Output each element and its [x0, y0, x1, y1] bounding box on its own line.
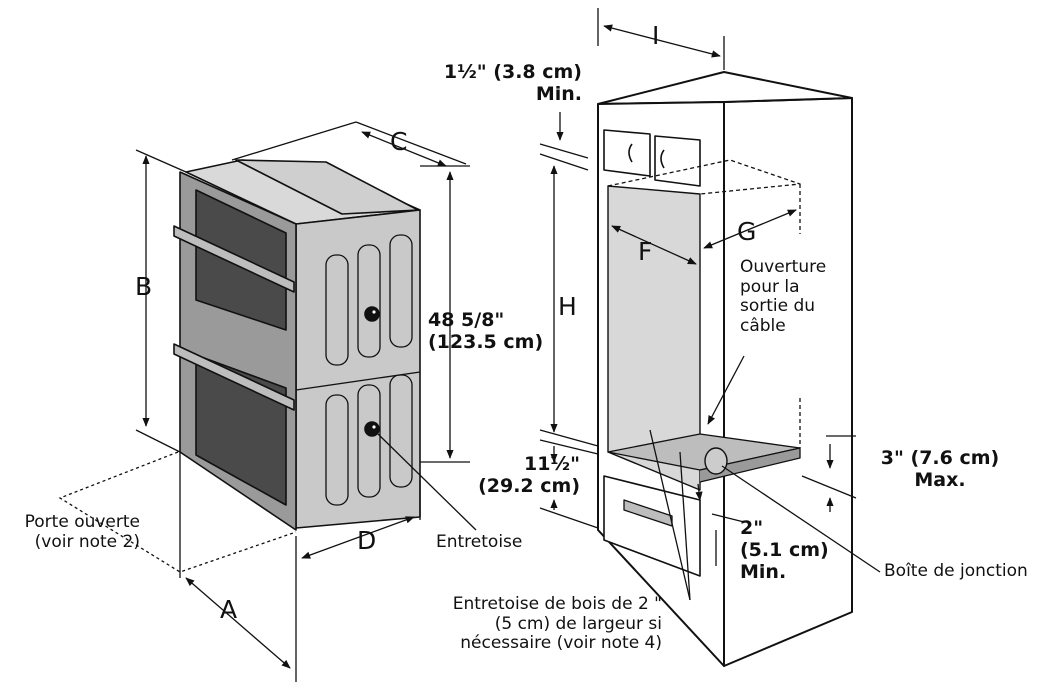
junction-distance-label: 3" (7.6 cm) Max.	[880, 447, 1000, 492]
cable-line3: sortie du	[740, 296, 816, 317]
wood-line1: Entretoise de bois de 2 "	[452, 594, 662, 614]
door-open-line1: Porte ouverte	[24, 512, 140, 532]
dim-label-a: A	[220, 595, 238, 624]
support-height-line3: Min.	[740, 560, 787, 583]
cabinet-top	[597, 71, 853, 105]
cabinet-dimensions	[539, 8, 881, 601]
wood-line3: nécessaire (voir note 4)	[460, 633, 662, 654]
dim-label-b: B	[135, 272, 153, 301]
wood-spacer-label: Entretoise de bois de 2 " (5 cm) de larg…	[380, 594, 662, 654]
support-height-label: 2" (5.1 cm) Min.	[740, 517, 829, 584]
cable-line1: Ouverture	[740, 257, 827, 277]
junction-distance-line2: Max.	[914, 468, 966, 491]
cabinet-upper-door-left	[603, 129, 651, 177]
oven-height-line2: (123.5 cm)	[428, 330, 544, 353]
spacer-label: Entretoise	[436, 532, 523, 552]
wood-line2: (5 cm) de largeur si	[494, 613, 662, 634]
lower-handle	[173, 343, 295, 411]
dim-label-i: I	[652, 21, 660, 50]
wall-oven	[173, 159, 421, 531]
cable-opening-label: Ouverture pour la sortie du câble	[740, 257, 827, 336]
dim-label-c: C	[390, 127, 408, 156]
oven-height-label: 48 5/8" (123.5 cm)	[428, 309, 544, 354]
door-open-line2: (voir note 2)	[34, 531, 140, 552]
dim-label-d: D	[357, 526, 377, 555]
junction-distance-line1: 3" (7.6 cm)	[880, 447, 1000, 469]
oven-dimensions	[58, 121, 477, 682]
junction-box-label: Boîte de jonction	[884, 561, 1028, 581]
cable-line4: câble	[740, 315, 786, 336]
bottom-height-line1: 11½"	[523, 453, 580, 475]
top-clearance-line2: Min.	[535, 82, 582, 105]
dim-label-g: G	[737, 217, 757, 246]
door-open-label: Porte ouverte (voir note 2)	[4, 512, 140, 552]
bottom-height-line2: (29.2 cm)	[478, 474, 580, 497]
junction-box	[704, 447, 728, 475]
bottom-height-label: 11½" (29.2 cm)	[470, 453, 580, 498]
oven-height-line1: 48 5/8"	[428, 309, 505, 331]
dim-label-h: H	[558, 292, 577, 321]
upper-handle	[173, 225, 295, 293]
cable-line2: pour la	[740, 276, 800, 297]
dim-label-f: F	[638, 237, 653, 266]
top-clearance-label: 1½" (3.8 cm) Min.	[430, 61, 582, 106]
support-height-line1: 2"	[740, 517, 764, 539]
support-height-line2: (5.1 cm)	[740, 538, 829, 561]
top-clearance-line1: 1½" (3.8 cm)	[443, 61, 582, 83]
